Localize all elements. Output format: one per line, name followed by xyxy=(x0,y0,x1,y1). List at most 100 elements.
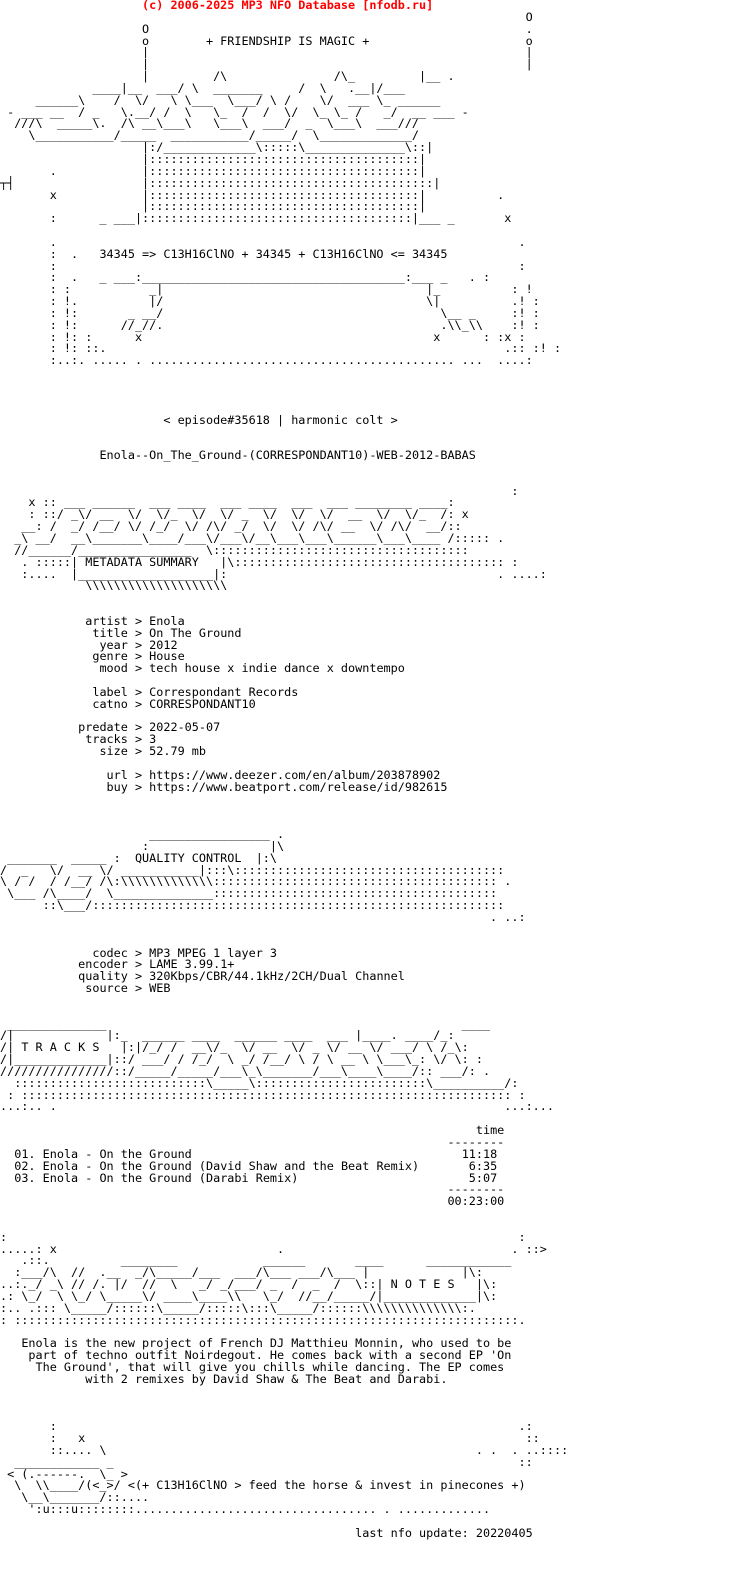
ascii-art-line: ::.... \ . . . ..:::: xyxy=(0,1442,569,1457)
ascii-art-line: \___________/_____ ___________/_____/ \_… xyxy=(0,128,420,143)
track-row-t: Enola - On the Ground (Darabi Remix) xyxy=(42,1170,299,1185)
metadata-row-v: 2012 xyxy=(149,637,178,652)
ascii-art-line: \__\_______/::.... xyxy=(0,1490,150,1505)
metadata-row-v: House xyxy=(149,649,185,664)
ascii-art-line: : : xyxy=(0,258,526,273)
release-name-line-release: Enola--On_The_Ground-(CORRESPONDANT10)-W… xyxy=(99,448,476,463)
ascii-art-line: .....: x . . ::> xyxy=(0,1241,547,1256)
track-row-n: 03. xyxy=(14,1170,36,1185)
ascii-art-line xyxy=(0,995,736,1007)
ascii-art-line xyxy=(0,379,736,391)
quality-row-k: source xyxy=(85,981,128,996)
ascii-art-line: | /\ /\_ |__ . xyxy=(0,69,455,84)
metadata-row-v: CORRESPONDANT10 xyxy=(149,696,256,711)
metadata-row-k: buy xyxy=(106,779,128,794)
banner-line-banner: (c) 2006-2025 MP3 NFO Database [nfodb.ru… xyxy=(142,0,434,12)
notes-text-line: The Ground', that will give you chills w… xyxy=(0,1360,736,1375)
ascii-art-line: - ___ __ / _ \.__/ / \ \_ / / \/ \_ \_ /… xyxy=(0,104,469,119)
ascii-art-line: ::\___/:::::::::::::::::::::::::::::::::… xyxy=(0,898,505,913)
tracks-title-line-tracks-title: T R A C K S xyxy=(21,1040,100,1055)
ascii-art-line: ...:.. . ...:... xyxy=(0,1099,554,1114)
metadata-row: size > 52.79 mb xyxy=(99,744,206,759)
quality-row-k: codec xyxy=(92,945,128,960)
episode-line-episode: < episode#35618 | harmonic colt > xyxy=(163,412,398,427)
metadata-row-v: Enola xyxy=(149,613,185,628)
metadata-row-v: tech house x indie dance x downtempo xyxy=(149,661,405,676)
metadata-row-k: year xyxy=(99,637,128,652)
notes-text-line-nl: Enola is the new project of French DJ Ma… xyxy=(21,1336,512,1351)
tracks-time-header: time xyxy=(0,1124,736,1137)
ascii-art-line xyxy=(0,391,736,403)
ascii-art-line: |::::::::::::::::::::::::::::::::::::::| xyxy=(0,151,427,166)
metadata-row-k: tracks xyxy=(85,732,128,747)
ascii-art-line: : !: //_//. .\\_\\ :! : xyxy=(0,317,540,332)
track-row-tm: 11:18 xyxy=(461,1146,498,1161)
tracks-total-total: 00:23:00 xyxy=(447,1194,505,1209)
formula-line: : . 34345 => C13H16ClNO + 34345 + C13H16… xyxy=(0,246,448,261)
notes-title-line-notes-title: N O T E S xyxy=(390,1277,455,1292)
motto-line: o + FRIENDSHIP IS MAGIC + o xyxy=(0,33,533,48)
metadata-row-v: 3 xyxy=(149,732,157,747)
metadata-row-k: predate xyxy=(78,720,128,735)
metadata-row: mood > tech house x indie dance x downte… xyxy=(99,661,405,676)
ascii-art-line xyxy=(0,426,736,438)
metadata-row-k: genre xyxy=(92,649,128,664)
ascii-art-line: \___ /\____/ \______________::::::::::::… xyxy=(0,886,498,901)
ascii-art-line: .: \_/ \ \_/ \_____\/ ____\____\\ \_/ //… xyxy=(0,1288,498,1303)
metadata-row-k: url xyxy=(106,767,128,782)
ascii-art-line: : .: xyxy=(0,1419,533,1434)
metadata-row: tracks > 3 xyxy=(85,732,157,747)
ascii-art-line: .::. ________ ______ ____ ____________ xyxy=(0,1253,512,1268)
ascii-art-line: ____________ _ :: xyxy=(0,1454,533,1469)
ascii-art-line: ////////////////::/_____/_____/___\_\___… xyxy=(0,1063,491,1078)
ascii-art-line: . . xyxy=(0,234,526,249)
notes-text-line-nl: with 2 remixes by David Shaw & The Beat … xyxy=(85,1371,448,1386)
ascii-art-line: : !. |/ \| .! : xyxy=(0,294,540,309)
ascii-art-line: : ::::::::::::::::::::::::::::::::::::::… xyxy=(0,1087,526,1102)
metadata-row: buy > https://www.beatport.com/release/i… xyxy=(106,779,448,794)
ascii-art-line: ':u:::u::::::::.........................… xyxy=(0,1502,491,1517)
quality-row-k: quality xyxy=(78,969,128,984)
slogan-line: \ \\____/(<_>/ <(+ C13H16ClNO > feed the… xyxy=(0,1478,526,1493)
notes-text-line-nl: The Ground', that will give you chills w… xyxy=(35,1360,505,1375)
ascii-art-line: : !: : x x : :x : xyxy=(0,329,526,344)
tracks-total: 00:23:00 xyxy=(0,1194,736,1209)
ascii-art-line: O xyxy=(0,9,533,24)
ascii-art-line xyxy=(0,592,736,604)
ascii-art-line xyxy=(0,1386,736,1398)
ascii-art-line: | | xyxy=(0,45,533,60)
metadata-row-k: title xyxy=(92,625,128,640)
ascii-art-line: : ::::::::::::::::::::::::::::::::::::::… xyxy=(0,1312,526,1327)
ascii-art-line: . |:::::::::::::::::::::::::::::::::::::… xyxy=(0,163,427,178)
ascii-art-line: :..:. ..... . ..........................… xyxy=(0,353,533,368)
ascii-art-line xyxy=(0,805,736,817)
banner-line: (c) 2006-2025 MP3 NFO Database [nfodb.ru… xyxy=(0,0,736,12)
notes-text-line: Enola is the new project of French DJ Ma… xyxy=(0,1336,736,1351)
motto-line-motto: + FRIENDSHIP IS MAGIC + xyxy=(205,33,370,48)
last-update-line-last: last nfo update: 20220405 xyxy=(355,1525,533,1540)
ascii-art-line: _\ __/ __\_______\____/___\/___\/__\___\… xyxy=(0,530,505,545)
quality-row: encoder > LAME 3.99.1+ xyxy=(78,957,235,972)
ascii-art-line xyxy=(0,924,736,936)
metadata-row-v: https://www.beatport.com/release/id/9826… xyxy=(149,779,448,794)
metadata-row-k: artist xyxy=(85,613,128,628)
quality-title-line: _______ _____ : QUALITY CONTROL |:\ xyxy=(0,850,278,865)
ascii-art-line: ┬┤ |::::::::::::::::::::::::::::::::::::… xyxy=(0,175,441,190)
ascii-art-line: : _ ___|::::::::::::::::::::::::::::::::… xyxy=(0,211,512,226)
metadata-row: catno > CORRESPONDANT10 xyxy=(92,696,256,711)
ascii-art-line: : !: _ __/ \__ _ :! : xyxy=(0,305,540,320)
track-row: 02. Enola - On the Ground (David Shaw an… xyxy=(0,1158,736,1173)
notes-text-line: part of techno outfit Noirdegout. He com… xyxy=(0,1349,736,1362)
metadata-row-k: catno xyxy=(92,696,128,711)
ascii-art-line xyxy=(0,462,736,474)
metadata-row: artist > Enola xyxy=(85,613,185,628)
track-row-tm: 6:35 xyxy=(468,1158,498,1173)
ascii-art-line: : : _| |_ : ! xyxy=(0,282,533,297)
metadata-row-v: https://www.deezer.com/en/album/20387890… xyxy=(149,767,441,782)
ascii-art-line xyxy=(0,367,736,379)
metadata-row-k: mood xyxy=(99,661,128,676)
metadata-row: genre > House xyxy=(92,649,185,664)
release-name-line: Enola--On_The_Ground-(CORRESPONDANT10)-W… xyxy=(0,448,736,463)
metadata-row-v: 2022-05-07 xyxy=(149,720,221,735)
metadata-row: url > https://www.deezer.com/en/album/20… xyxy=(106,767,441,782)
